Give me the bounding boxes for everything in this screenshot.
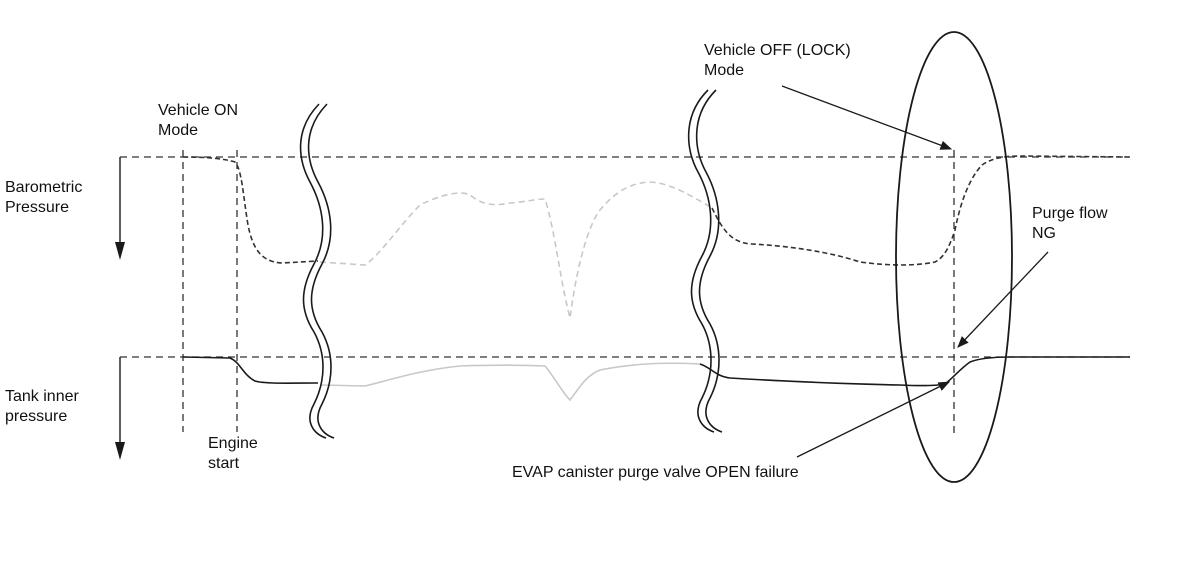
vehicle-off-line-1: Vehicle OFF (LOCK) bbox=[704, 42, 851, 59]
vehicle-off-line-2: Mode bbox=[704, 62, 745, 79]
time-break-left bbox=[299, 103, 335, 439]
purge-flow-line-1: Purge flow bbox=[1032, 205, 1108, 222]
engine-start-label: Engine start bbox=[208, 434, 258, 474]
tank-line-1: Tank inner bbox=[5, 388, 79, 405]
barometric-curve-end bbox=[711, 155, 1131, 266]
tank-axis-arrow bbox=[115, 357, 125, 460]
purge-flow-pointer-arrow bbox=[957, 251, 1049, 348]
vehicle-off-pointer-arrow bbox=[781, 85, 953, 150]
evap-failure-pointer-arrow bbox=[796, 381, 951, 458]
tank-line-2: pressure bbox=[5, 408, 68, 425]
vehicle-off-mode-label: Vehicle OFF (LOCK) Mode bbox=[704, 41, 851, 81]
failure-highlight-ellipse bbox=[895, 31, 1013, 483]
barometric-faded-curve bbox=[319, 181, 713, 319]
purge-flow-ng-label: Purge flow NG bbox=[1032, 204, 1108, 244]
evap-failure-label: EVAP canister purge valve OPEN failure bbox=[512, 463, 799, 483]
barometric-pressure-label: Barometric Pressure bbox=[5, 178, 82, 218]
tank-curve-start bbox=[182, 356, 319, 384]
vehicle-on-line-1: Vehicle ON bbox=[158, 102, 239, 119]
tank-curve-end bbox=[699, 356, 1130, 387]
barometric-line-1: Barometric bbox=[5, 179, 83, 196]
time-break-right bbox=[687, 89, 723, 433]
barometric-curve-start bbox=[182, 156, 319, 264]
vehicle-on-line-2: Mode bbox=[158, 122, 199, 139]
barometric-line-2: Pressure bbox=[5, 199, 70, 216]
barometric-axis-arrow bbox=[115, 157, 125, 260]
evap-failure-text: EVAP canister purge valve OPEN failure bbox=[512, 464, 799, 481]
engine-start-line-2: start bbox=[208, 455, 240, 472]
tank-inner-pressure-label: Tank inner pressure bbox=[5, 387, 79, 427]
engine-start-line-1: Engine bbox=[208, 435, 258, 452]
purge-flow-line-2: NG bbox=[1032, 225, 1056, 242]
tank-faded-curve bbox=[319, 362, 701, 402]
vehicle-on-mode-label: Vehicle ON Mode bbox=[158, 101, 238, 141]
